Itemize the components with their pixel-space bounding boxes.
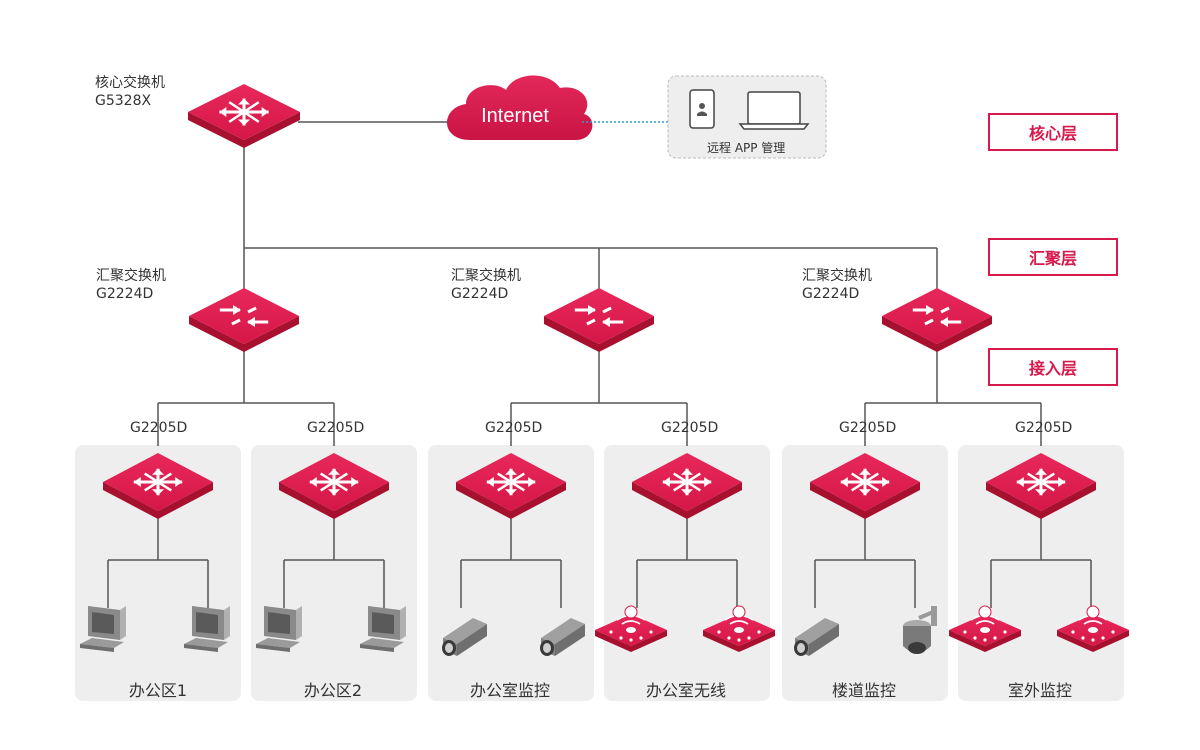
- aggregation-switch-icon: [544, 288, 654, 352]
- core-switch-icon: [188, 84, 300, 148]
- aggregation-name: 汇聚交换机: [802, 268, 872, 284]
- core-switch-model: G5328X: [95, 93, 152, 109]
- zone-label-1: 办公区1: [128, 681, 188, 700]
- access-model-2: G2205D: [307, 420, 365, 436]
- aggregation-model: G2224D: [96, 286, 154, 302]
- aggregation-label-3: 汇聚交换机 G2224D: [802, 267, 872, 303]
- access-model-3: G2205D: [485, 420, 543, 436]
- pc-icon: [360, 606, 406, 652]
- core-switch-label: 核心交换机 G5328X: [95, 74, 165, 110]
- access-switch-icon: [632, 453, 742, 519]
- wireless-ap-icon: [949, 605, 1021, 652]
- phone-icon: [689, 89, 715, 129]
- access-switch-icon: [103, 453, 213, 519]
- zone-label-3: 办公室监控: [469, 681, 550, 700]
- aggregation-label-1: 汇聚交换机 G2224D: [96, 267, 166, 303]
- pc-icon: [184, 606, 230, 652]
- layer-access: 接入层: [988, 348, 1118, 386]
- internet-label: Internet: [481, 105, 549, 127]
- aggregation-model: G2224D: [802, 286, 860, 302]
- access-model-1: G2205D: [130, 420, 188, 436]
- remote-app-panel: [667, 75, 827, 159]
- layer-aggregation: 汇聚层: [988, 238, 1118, 276]
- laptop-icon: [738, 91, 810, 130]
- wireless-ap-icon: [595, 605, 667, 652]
- aggregation-name: 汇聚交换机: [451, 268, 521, 284]
- layer-core: 核心层: [988, 113, 1118, 151]
- zone-label-6: 室外监控: [1007, 681, 1072, 700]
- access-model-6: G2205D: [1015, 420, 1073, 436]
- zone-label-5: 楼道监控: [831, 681, 896, 700]
- access-switch-icon: [986, 453, 1096, 519]
- pc-icon: [80, 606, 126, 652]
- camera-icon: [540, 618, 585, 656]
- core-switch-name: 核心交换机: [95, 75, 165, 91]
- wireless-ap-icon: [1057, 605, 1129, 652]
- camera-icon: [442, 618, 487, 656]
- remote-app-label: 远程 APP 管理: [707, 141, 786, 155]
- access-switch-icon: [456, 453, 566, 519]
- access-switch-icon: [279, 453, 389, 519]
- camera-icon: [794, 618, 839, 656]
- access-model-5: G2205D: [839, 420, 897, 436]
- aggregation-switch-icon: [189, 288, 299, 352]
- aggregation-switch-icon: [882, 288, 992, 352]
- dome-camera-icon: [903, 606, 937, 654]
- access-switch-icon: [810, 453, 920, 519]
- aggregation-model: G2224D: [451, 286, 509, 302]
- wireless-ap-icon: [703, 605, 775, 652]
- access-model-4: G2205D: [661, 420, 719, 436]
- pc-icon: [256, 606, 302, 652]
- internet-cloud: Internet: [446, 75, 593, 140]
- zone-label-2: 办公区2: [303, 681, 363, 700]
- aggregation-label-2: 汇聚交换机 G2224D: [451, 267, 521, 303]
- zone-label-4: 办公室无线: [645, 681, 726, 700]
- aggregation-name: 汇聚交换机: [96, 268, 166, 284]
